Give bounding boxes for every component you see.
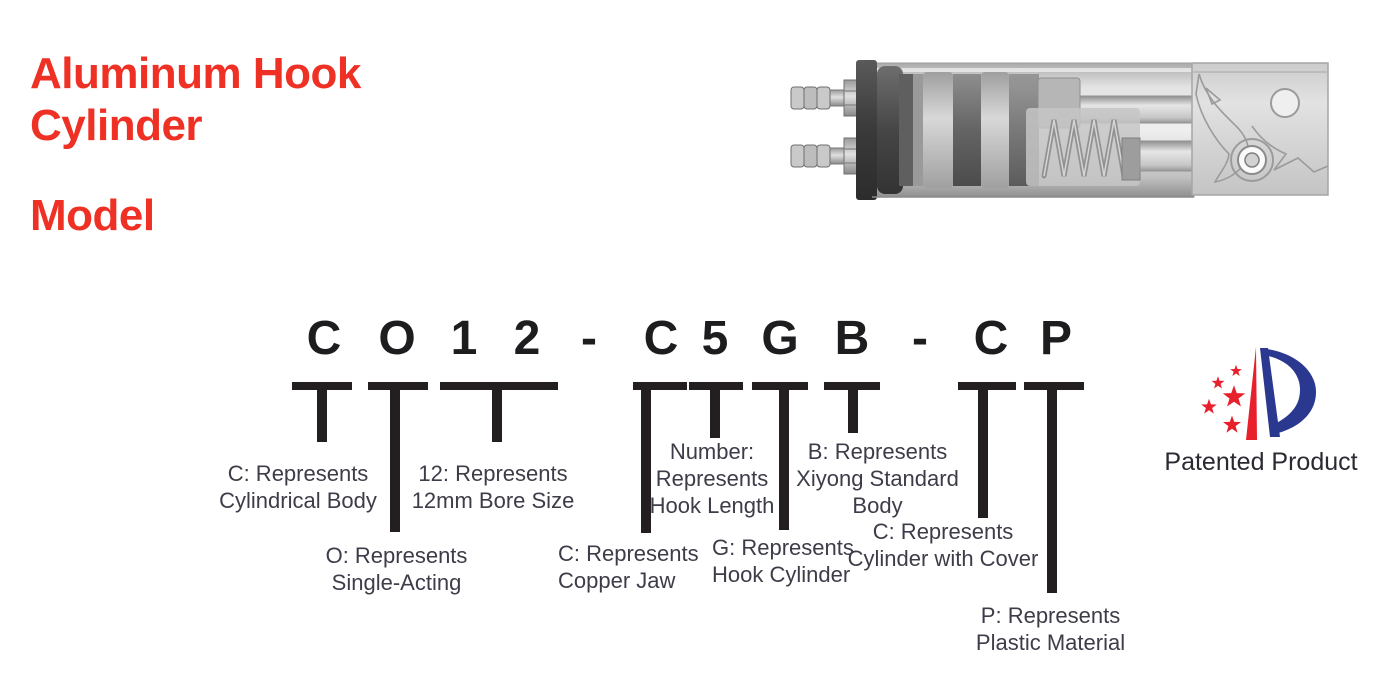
segment-label-bore-size: 12: Represents 12mm Bore Size (411, 461, 575, 513)
segment-label-hook-cylinder: G: Represents Hook Cylinder (712, 535, 854, 587)
block-hole (1270, 88, 1300, 118)
patent-caption: Patented Product (1164, 448, 1358, 476)
segment-label-cylinder-with-cover: C: Represents Cylinder with Cover (847, 519, 1039, 571)
code-char: G (761, 312, 799, 365)
hook-outline (1195, 73, 1329, 184)
connector-stem (390, 388, 400, 532)
product-image (790, 60, 1329, 200)
segment-label-copper-jaw: C: Represents Copper Jaw (558, 541, 699, 593)
segment-label-hook-length: Number: Represents Hook Length (649, 439, 775, 518)
connector-bar (958, 382, 1016, 390)
connector-stem (710, 388, 720, 438)
connector-stem (978, 388, 988, 518)
page-title: Aluminum Hook Cylinder (30, 49, 361, 150)
segment-label-xiyong-standard-body: B: Represents Xiyong Standard Body (796, 439, 959, 518)
connector-stem (317, 388, 327, 442)
code-char: 1 (450, 312, 478, 365)
code-char: O (378, 312, 416, 365)
connector-bar (752, 382, 808, 390)
connector-stem (848, 388, 858, 433)
patent-logo-icon (1201, 347, 1316, 440)
code-char: C (973, 312, 1009, 365)
connector-stem (492, 388, 502, 442)
connector-bar (689, 382, 743, 390)
connector-bar (633, 382, 687, 390)
segment-label-cylindrical-body: C: Represents Cylindrical Body (219, 461, 377, 513)
segment-label-single-acting: O: Represents Single-Acting (325, 543, 468, 595)
code-char: B (834, 312, 870, 365)
connector-bar (368, 382, 428, 390)
connector-bar (1024, 382, 1084, 390)
connector-bar (824, 382, 880, 390)
code-char: P (1039, 312, 1073, 365)
code-char: C (643, 312, 679, 365)
code-char-dash: - (912, 312, 928, 365)
code-char: 5 (701, 312, 729, 365)
code-char: 2 (513, 312, 541, 365)
page-subtitle: Model (30, 191, 155, 240)
connector-stem (641, 388, 651, 533)
code-char-dash: - (581, 312, 597, 365)
connector-stem (1047, 388, 1057, 593)
connector-bar (440, 382, 558, 390)
connector-stem (779, 388, 789, 530)
connector-bar (292, 382, 352, 390)
segment-label-plastic-material: P: Represents Plastic Material (975, 603, 1126, 655)
code-char: C (306, 312, 342, 365)
